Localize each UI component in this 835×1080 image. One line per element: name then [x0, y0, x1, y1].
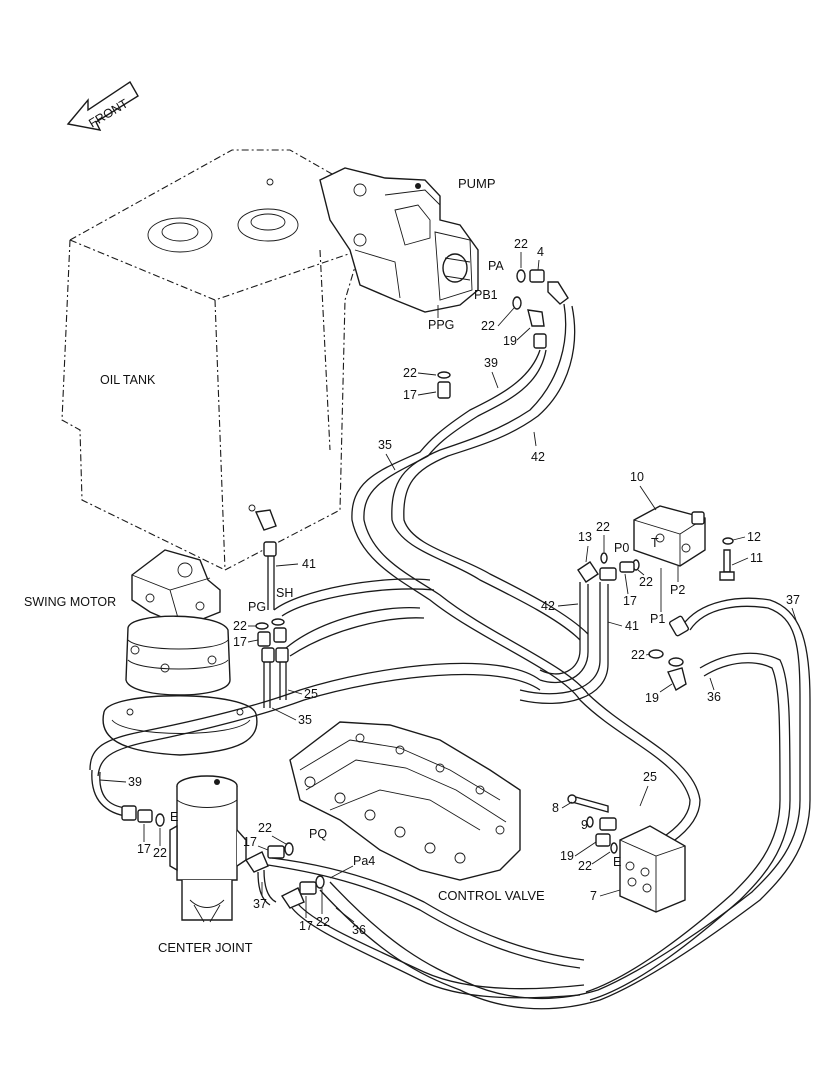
- port-p0: P0: [614, 541, 629, 555]
- callout-11: 11: [750, 551, 763, 565]
- p1-fittings: 22 19: [631, 615, 690, 705]
- callout-17-cj: 17: [137, 842, 151, 856]
- port-sh: SH: [276, 586, 293, 600]
- callout-22-pa4: 22: [316, 915, 330, 929]
- hose-39-left: 39 17 22: [91, 769, 167, 860]
- block-7-fittings: 8 9 19 22 25: [552, 770, 657, 873]
- swing-motor: SWING MOTOR PG SH: [24, 549, 293, 756]
- port-e-center: E: [170, 810, 178, 824]
- swing-motor-label: SWING MOTOR: [24, 595, 116, 609]
- valve-block-10: 10 P0 T P1 P2 12 11: [614, 470, 763, 626]
- callout-22-p0: 22: [596, 520, 610, 534]
- callout-22-p1: 22: [631, 648, 645, 662]
- front-arrow: FRONT: [66, 81, 139, 131]
- callout-22-pg: 22: [233, 619, 247, 633]
- hoses-42-41: 42 41: [519, 582, 639, 705]
- callout-39-left: 39: [128, 775, 142, 789]
- callout-17-t: 17: [623, 594, 637, 608]
- callout-17-pa4: 17: [299, 919, 313, 933]
- port-p1: P1: [650, 612, 665, 626]
- callout-19-block: 19: [560, 849, 574, 863]
- callout-4: 4: [537, 245, 544, 259]
- callout-12: 12: [747, 530, 761, 544]
- callout-8: 8: [552, 801, 559, 815]
- callout-36-cv: 36: [352, 923, 366, 937]
- callout-22-cj: 22: [153, 846, 167, 860]
- callout-42-mid: 42: [541, 599, 555, 613]
- hose-routing-upper: 39 35 42: [351, 303, 701, 867]
- callout-17-pq: 17: [243, 835, 257, 849]
- port-pq: PQ: [309, 827, 327, 841]
- hoses-swing-to-main: [89, 578, 541, 777]
- pump-label: PUMP: [458, 176, 496, 191]
- callout-42-top: 42: [531, 450, 545, 464]
- center-joint-label: CENTER JOINT: [158, 940, 253, 955]
- control-valve-label: CONTROL VALVE: [438, 888, 545, 903]
- callout-36-right: 36: [707, 690, 721, 704]
- callout-22-pb1: 22: [481, 319, 495, 333]
- callout-9: 9: [581, 818, 588, 832]
- callout-41-sm: 41: [302, 557, 316, 571]
- callout-37-cv: 37: [253, 897, 267, 911]
- block-7: E 7: [590, 825, 686, 913]
- port-ppg: PPG: [428, 318, 454, 332]
- port-t: T: [651, 536, 659, 550]
- callout-17-ppg: 17: [403, 388, 417, 402]
- center-joint: E CENTER JOINT: [158, 775, 253, 955]
- port-p2: P2: [670, 583, 685, 597]
- port-pa4: Pa4: [353, 854, 375, 868]
- block-10-fittings: 13 22 22 17: [577, 520, 653, 608]
- callout-13: 13: [578, 530, 592, 544]
- callout-37-right: 37: [786, 593, 800, 607]
- oil-tank: OIL TANK: [61, 149, 361, 571]
- callout-35-top: 35: [378, 438, 392, 452]
- callout-35-sm: 35: [298, 713, 312, 727]
- callout-22-ppg: 22: [403, 366, 417, 380]
- callout-22-t: 22: [639, 575, 653, 589]
- port-pa: PA: [488, 259, 504, 273]
- port-e-block: E: [613, 855, 621, 869]
- front-arrow-label: FRONT: [86, 96, 130, 130]
- oil-tank-label: OIL TANK: [100, 373, 156, 387]
- callout-39-top: 39: [484, 356, 498, 370]
- hoses-37-36: 37 36: [319, 593, 811, 1010]
- callout-41-mid: 41: [625, 619, 639, 633]
- callout-10: 10: [630, 470, 644, 484]
- swing-motor-fittings: 41 22 17 25 35: [233, 504, 318, 727]
- callout-19-p1: 19: [645, 691, 659, 705]
- control-valve-fittings: 22 17 37 17 22 36: [243, 821, 585, 999]
- callout-22-pq: 22: [258, 821, 272, 835]
- port-pb1: PB1: [474, 288, 498, 302]
- callout-19-pump: 19: [503, 334, 517, 348]
- control-valve: CONTROL VALVE PQ Pa4: [289, 721, 545, 903]
- callout-17-pg: 17: [233, 635, 247, 649]
- callout-22-pa: 22: [514, 237, 528, 251]
- callout-7: 7: [590, 889, 597, 903]
- pump: PUMP PA PB1 PPG: [319, 167, 504, 332]
- callout-22-block: 22: [578, 859, 592, 873]
- port-pg: PG: [248, 600, 266, 614]
- callout-25-right: 25: [643, 770, 657, 784]
- pump-fittings: 22 4 22 19 22 17: [403, 237, 569, 402]
